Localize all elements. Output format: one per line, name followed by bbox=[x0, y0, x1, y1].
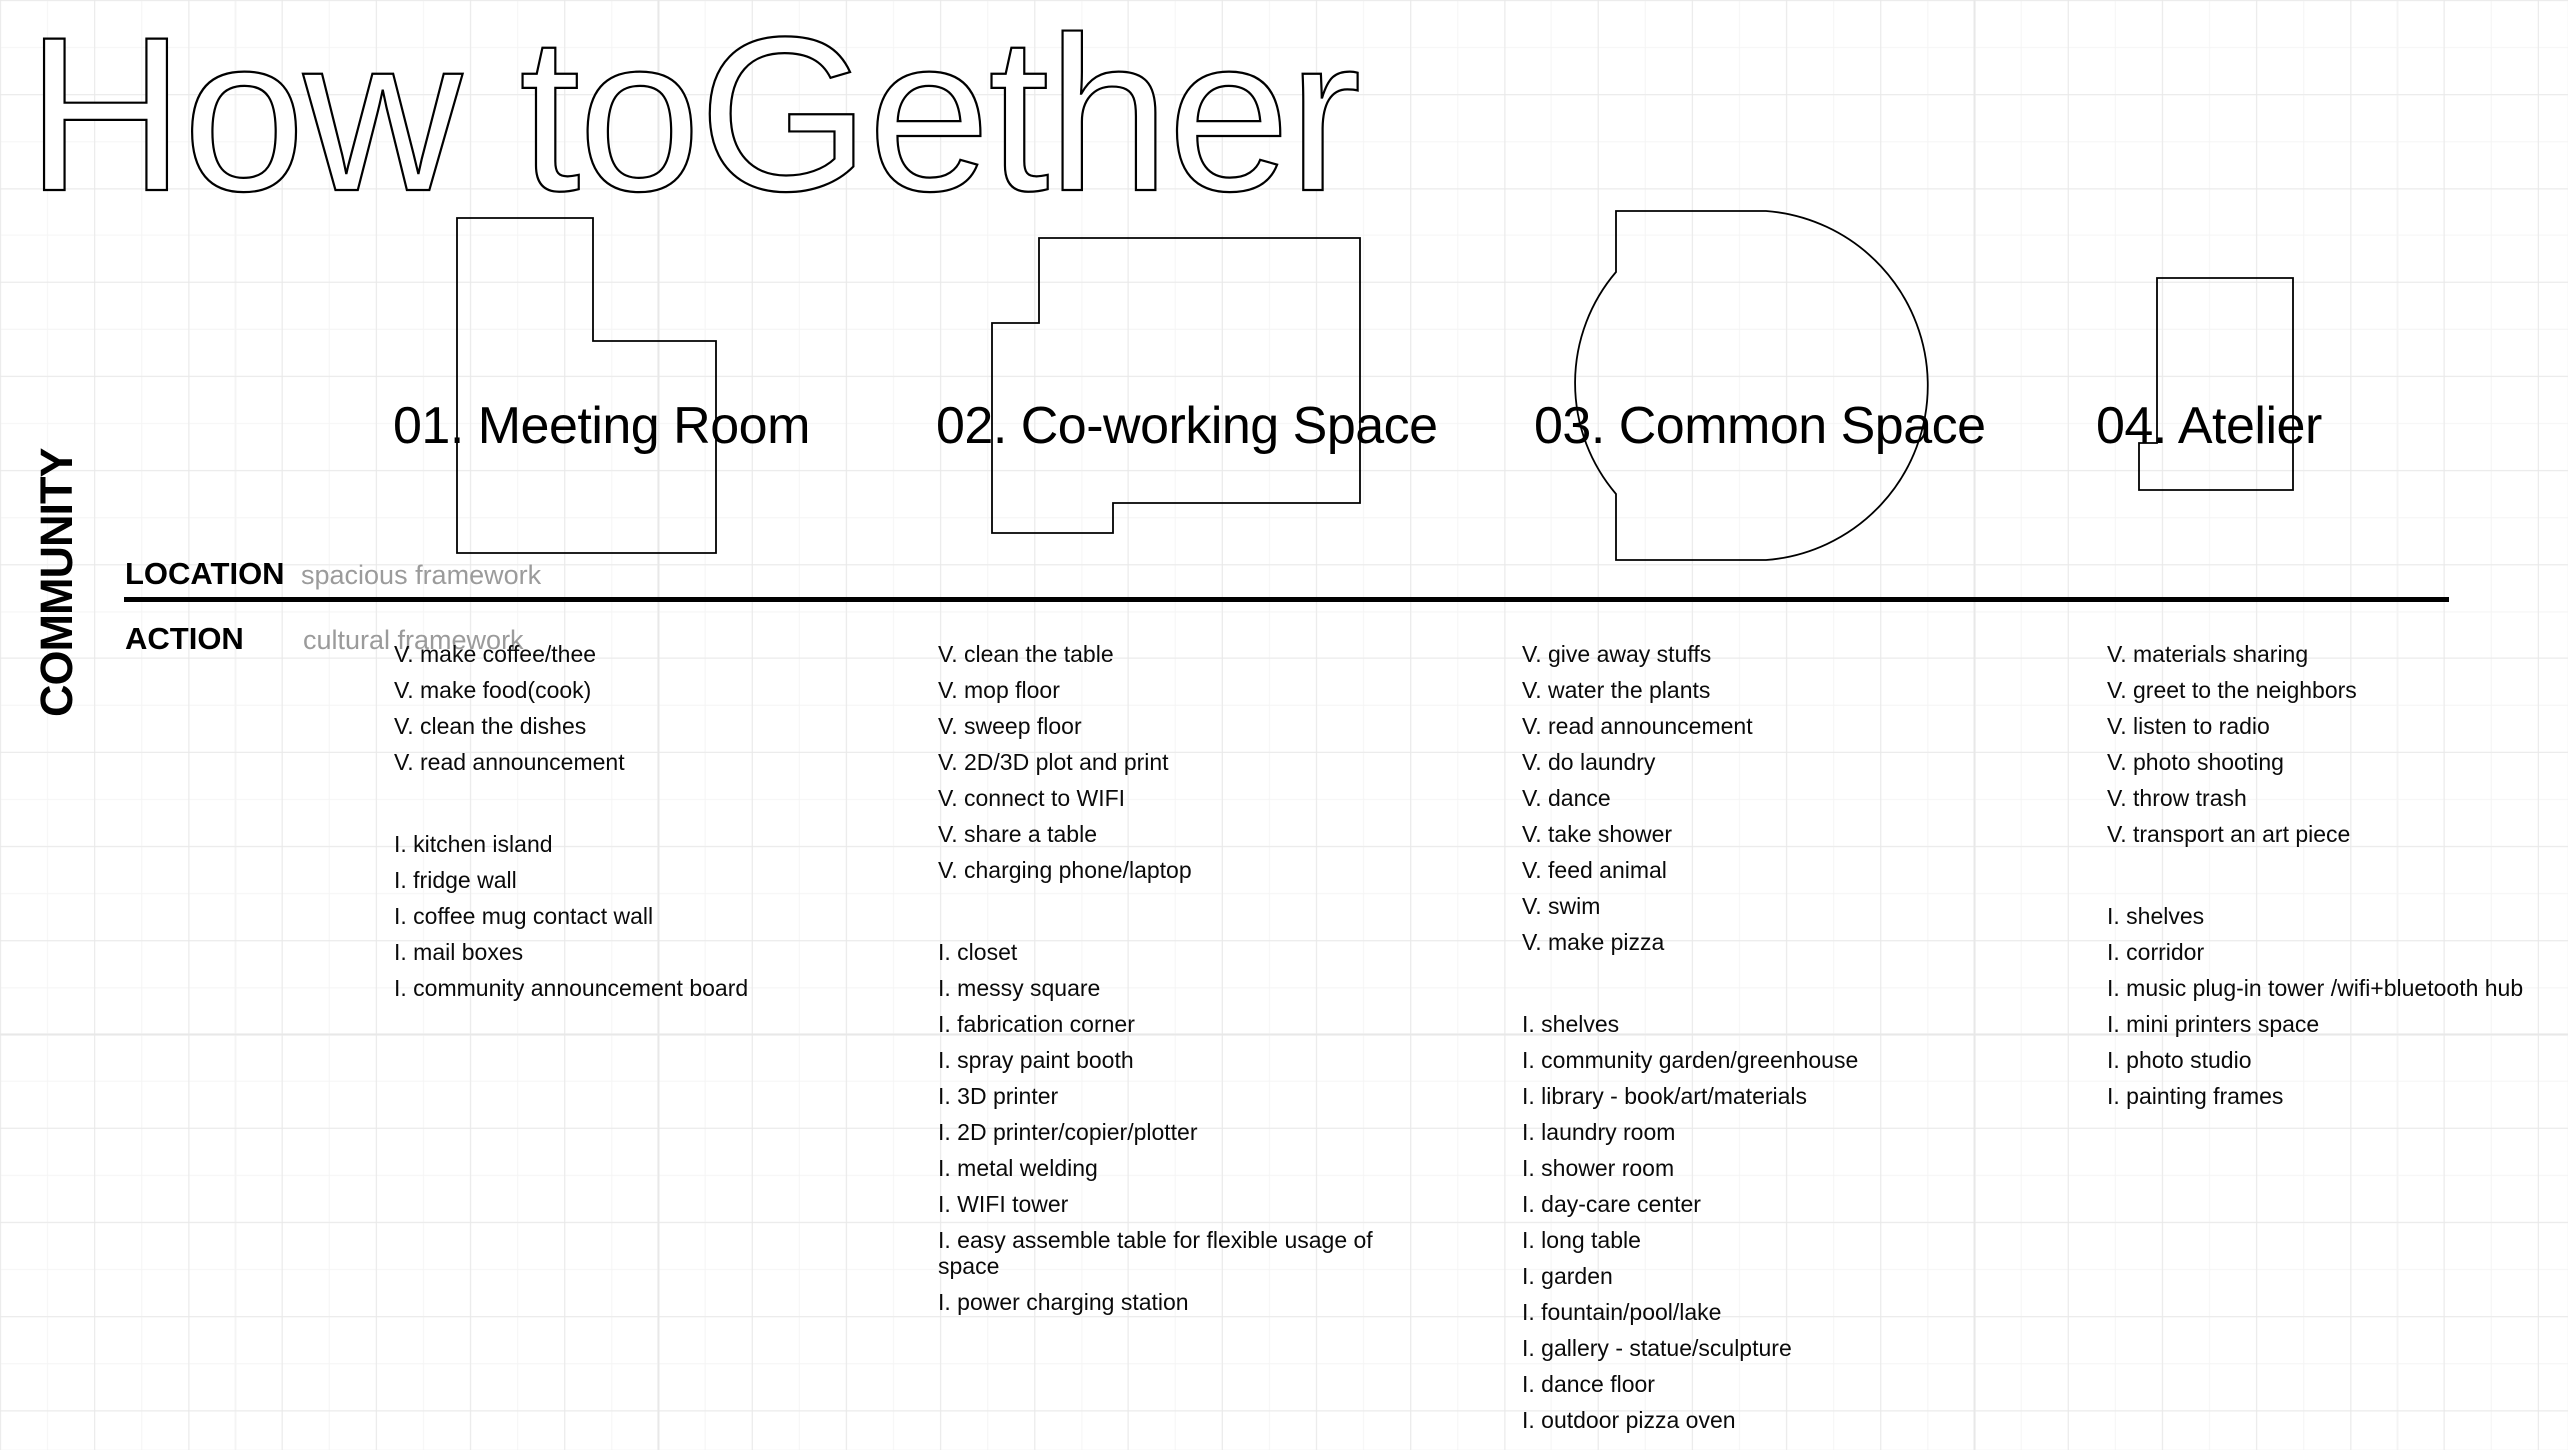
infrastructure-item: I. 2D printer/copier/plotter bbox=[938, 1119, 1198, 1145]
page-title: How toGether bbox=[26, 0, 1359, 237]
common-space-list: V. give away stuffs V. water the plants … bbox=[1522, 641, 1992, 1443]
list-gap bbox=[2107, 857, 2568, 903]
infrastructure-item: I. WIFI tower bbox=[938, 1191, 1069, 1217]
verb-item: V. materials sharing bbox=[2107, 641, 2309, 667]
verb-item: V. feed animal bbox=[1522, 857, 1667, 883]
common-space-shape bbox=[1574, 210, 1929, 561]
verb-item: V. 2D/3D plot and print bbox=[938, 749, 1169, 775]
section-title-co-working: 02. Co-working Space bbox=[936, 397, 1438, 455]
infrastructure-item: I. shower room bbox=[1522, 1155, 1675, 1181]
infrastructure-item: I. closet bbox=[938, 939, 1018, 965]
infrastructure-item: I. gallery - statue/sculpture bbox=[1522, 1335, 1792, 1361]
verb-item: V. read announcement bbox=[1522, 713, 1753, 739]
infrastructure-item: I. community garden/greenhouse bbox=[1522, 1047, 1859, 1073]
co-working-list: V. clean the table V. mop floor V. sweep… bbox=[938, 641, 1538, 1325]
atelier-list: V. materials sharing V. greet to the nei… bbox=[2107, 641, 2568, 1119]
verb-item: V. swim bbox=[1522, 893, 1601, 919]
infrastructure-item: I. corridor bbox=[2107, 939, 2205, 965]
list-gap bbox=[1522, 965, 1992, 1011]
section-title-meeting-room: 01. Meeting Room bbox=[393, 397, 810, 455]
infrastructure-item: I. mail boxes bbox=[394, 939, 524, 965]
verb-item: V. read announcement bbox=[394, 749, 625, 775]
location-subtitle: spacious framework bbox=[301, 560, 542, 590]
list-gap bbox=[938, 893, 1538, 939]
section-title-atelier: 04. Atelier bbox=[2096, 397, 2322, 455]
verb-item: V. make pizza bbox=[1522, 929, 1665, 955]
verb-item: V. connect to WIFI bbox=[938, 785, 1126, 811]
infrastructure-item: I. 3D printer bbox=[938, 1083, 1059, 1109]
verb-item: V. photo shooting bbox=[2107, 749, 2284, 775]
infrastructure-item: I. dance floor bbox=[1522, 1371, 1655, 1397]
verb-item: V. sweep floor bbox=[938, 713, 1082, 739]
action-subtitle: cultural framework bbox=[303, 625, 524, 655]
infrastructure-item: I. coffee mug contact wall bbox=[394, 903, 654, 929]
infrastructure-item: I. fridge wall bbox=[394, 867, 517, 893]
infrastructure-item: I. outdoor pizza oven bbox=[1522, 1407, 1736, 1433]
action-label: ACTION bbox=[125, 621, 244, 656]
location-label: LOCATION bbox=[125, 556, 285, 591]
infrastructure-item: I. day-care center bbox=[1522, 1191, 1701, 1217]
verb-item: V. water the plants bbox=[1522, 677, 1711, 703]
verb-item: V. greet to the neighbors bbox=[2107, 677, 2357, 703]
section-title-common-space: 03. Common Space bbox=[1534, 397, 1986, 455]
infrastructure-item: I. easy assemble table for flexible usag… bbox=[938, 1227, 1373, 1279]
infrastructure-item: I. kitchen island bbox=[394, 831, 553, 857]
infrastructure-item: I. shelves bbox=[2107, 903, 2205, 929]
infrastructure-item: I. metal welding bbox=[938, 1155, 1098, 1181]
verb-item: V. clean the table bbox=[938, 641, 1114, 667]
infrastructure-item: I. laundry room bbox=[1522, 1119, 1676, 1145]
co-working-space-shape bbox=[991, 237, 1361, 534]
meeting-room-shape bbox=[456, 217, 717, 554]
verb-item: V. do laundry bbox=[1522, 749, 1656, 775]
verb-item: V. give away stuffs bbox=[1522, 641, 1712, 667]
verb-item: V. throw trash bbox=[2107, 785, 2247, 811]
infrastructure-item: I. photo studio bbox=[2107, 1047, 2252, 1073]
infrastructure-item: I. garden bbox=[1522, 1263, 1613, 1289]
meeting-room-list: V. make coffee/thee V. make food(cook) V… bbox=[394, 641, 914, 1011]
infrastructure-item: I. shelves bbox=[1522, 1011, 1620, 1037]
location-action-divider bbox=[124, 597, 2449, 602]
verb-item: V. listen to radio bbox=[2107, 713, 2270, 739]
verb-item: V. share a table bbox=[938, 821, 1097, 847]
infrastructure-item: I. spray paint booth bbox=[938, 1047, 1134, 1073]
verb-item: V. make food(cook) bbox=[394, 677, 592, 703]
verb-item: V. make coffee/thee bbox=[394, 641, 597, 667]
verb-item: V. charging phone/laptop bbox=[938, 857, 1192, 883]
verb-item: V. take shower bbox=[1522, 821, 1673, 847]
infrastructure-item: I. power charging station bbox=[938, 1289, 1189, 1315]
infrastructure-item: I. long table bbox=[1522, 1227, 1641, 1253]
verb-item: V. dance bbox=[1522, 785, 1611, 811]
infrastructure-item: I. music plug-in tower /wifi+bluetooth h… bbox=[2107, 975, 2524, 1001]
community-axis-label: COMMUNITY bbox=[31, 448, 82, 717]
list-gap bbox=[394, 785, 914, 831]
verb-item: V. clean the dishes bbox=[394, 713, 587, 739]
infrastructure-item: I. library - book/art/materials bbox=[1522, 1083, 1808, 1109]
infrastructure-item: I. fabrication corner bbox=[938, 1011, 1135, 1037]
infrastructure-item: I. mini printers space bbox=[2107, 1011, 2320, 1037]
verb-item: V. transport an art piece bbox=[2107, 821, 2351, 847]
infrastructure-item: I. community announcement board bbox=[394, 975, 749, 1001]
infrastructure-item: I. messy square bbox=[938, 975, 1101, 1001]
infrastructure-item: I. painting frames bbox=[2107, 1083, 2284, 1109]
verb-item: V. mop floor bbox=[938, 677, 1060, 703]
infrastructure-item: I. fountain/pool/lake bbox=[1522, 1299, 1722, 1325]
atelier-shape bbox=[2138, 277, 2294, 491]
